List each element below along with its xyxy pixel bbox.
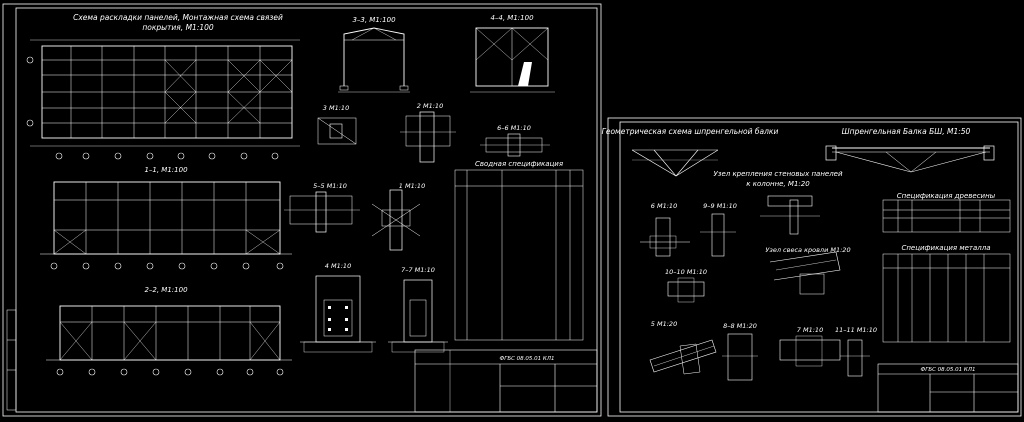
left-stamp-code: ФГБС 08.05.01 КЛ1 bbox=[500, 356, 555, 362]
metal-spec-title: Спецификация металла bbox=[901, 244, 990, 252]
wall-panel-node-drawing bbox=[760, 195, 820, 235]
plan-axis-markers bbox=[26, 56, 279, 160]
plan-gridlines bbox=[42, 46, 292, 138]
node-5-title: 5 М1:20 bbox=[651, 320, 677, 328]
plan-title-line2: покрытия, М1:100 bbox=[142, 23, 214, 32]
node-10-10-drawing bbox=[667, 277, 705, 303]
right-sheet-inner-frame bbox=[619, 121, 1019, 413]
node-9-9-drawing bbox=[700, 213, 736, 257]
node-6-6-title: 6–6 М1:10 bbox=[497, 124, 531, 132]
summary-specification-table bbox=[454, 169, 584, 341]
section-3-3-title: 3–3, М1:100 bbox=[352, 16, 396, 24]
node-4-title: 4 М1:10 bbox=[325, 262, 351, 270]
right-sheet-frame bbox=[607, 117, 1022, 417]
section-2-2-title: 2–2, М1:100 bbox=[144, 286, 188, 294]
wall-node-title: Узел крепления стеновых панелей bbox=[713, 170, 843, 178]
node-7-drawing bbox=[779, 335, 841, 367]
left-drawing-sheet bbox=[2, 3, 602, 417]
right-sheet-labels: Геометрическая схема шпренгельной балки … bbox=[602, 127, 996, 373]
node-8-8-drawing bbox=[722, 333, 758, 381]
node-6-title: 6 М1:10 bbox=[651, 202, 677, 210]
node-5-drawing bbox=[649, 339, 717, 375]
node-7-7-title: 7–7 М1:10 bbox=[401, 266, 435, 274]
wood-spec-title: Спецификация древесины bbox=[897, 192, 996, 200]
left-binding-strip bbox=[6, 309, 17, 411]
section-1-1-drawing bbox=[40, 181, 292, 270]
node-7-7-drawing bbox=[388, 279, 448, 353]
right-drawing-sheet bbox=[607, 117, 1022, 417]
node-1-drawing bbox=[371, 189, 421, 251]
node-8-8-title: 8–8 М1:20 bbox=[723, 322, 757, 330]
geometric-scheme-title: Геометрическая схема шпренгельной балки bbox=[602, 127, 779, 136]
node-9-9-title: 9–9 М1:10 bbox=[703, 202, 737, 210]
node-7-title: 7 М1:10 bbox=[797, 326, 823, 334]
roof-node-title: Узел свеса кровли М1:20 bbox=[765, 246, 850, 254]
node-4-drawing bbox=[300, 275, 376, 353]
node-2-drawing bbox=[400, 111, 456, 163]
node-6-drawing bbox=[640, 217, 690, 257]
section-2-2-drawing bbox=[46, 305, 292, 376]
node-10-10-title: 10–10 М1:10 bbox=[665, 268, 707, 276]
node-5-5-drawing bbox=[284, 191, 360, 233]
metal-specification-table bbox=[882, 253, 1011, 343]
node-6-6-drawing bbox=[480, 133, 550, 157]
wall-node-title-line2: к колонне, М1:20 bbox=[746, 180, 810, 188]
plan-title: Схема раскладки панелей, Монтажная схема… bbox=[73, 13, 283, 22]
left-sheet-inner-frame bbox=[15, 7, 598, 413]
node-2-title: 2 М1:10 bbox=[417, 102, 443, 110]
node-11-11-drawing bbox=[840, 339, 870, 377]
node-3-title: 3 М1:10 bbox=[323, 104, 349, 112]
geometric-scheme-drawing bbox=[631, 149, 719, 177]
spec-table-title: Сводная спецификация bbox=[475, 160, 563, 168]
roof-eaves-node-drawing bbox=[769, 251, 841, 295]
trussed-beam-title: Шпренгельная Балка БШ, М1:50 bbox=[842, 127, 971, 136]
node-5-5-title: 5–5 М1:10 bbox=[313, 182, 347, 190]
plan-bracing bbox=[164, 59, 293, 124]
left-sheet-labels: Схема раскладки панелей, Монтажная схема… bbox=[73, 13, 563, 362]
left-sheet-frame bbox=[2, 3, 602, 417]
node-3-drawing bbox=[317, 117, 357, 145]
left-title-block bbox=[414, 349, 598, 413]
section-3-3-drawing bbox=[338, 27, 410, 93]
section-1-1-title: 1–1, М1:100 bbox=[144, 166, 188, 174]
wood-specification-table bbox=[882, 199, 1011, 233]
right-stamp-code: ФГБС 08.05.01 КЛ1 bbox=[921, 367, 976, 373]
section-4-4-drawing bbox=[470, 27, 555, 93]
roof-plan-drawing bbox=[26, 39, 300, 160]
node-11-11-title: 11–11 М1:10 bbox=[835, 326, 877, 334]
node-1-title: 1 М1:10 bbox=[399, 182, 425, 190]
trussed-beam-drawing bbox=[825, 145, 995, 173]
right-title-block bbox=[877, 363, 1019, 413]
section-4-4-title: 4–4, М1:100 bbox=[490, 14, 534, 22]
